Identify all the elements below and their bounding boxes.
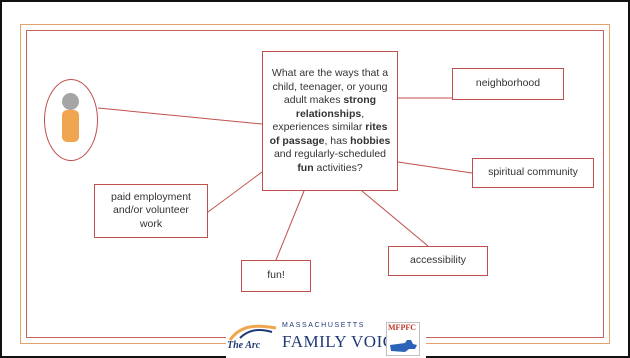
fun-box: fun!	[241, 260, 311, 292]
massachusetts-map-icon	[390, 340, 417, 352]
question-text-segment: and regularly-scheduled	[273, 148, 387, 160]
connector-person	[97, 107, 263, 125]
question-text-segment: activities?	[313, 161, 363, 174]
connector-accessibility	[361, 190, 429, 247]
the-arc-swoosh-icon	[228, 324, 277, 341]
employment-box: paid employment and/or volunteer work	[94, 184, 208, 238]
person-oval	[44, 79, 98, 161]
question-emphasis: hobbies	[350, 134, 391, 147]
the-arc-logo: The Arc	[227, 340, 261, 351]
mfpfc-logo-text: MFPFC	[388, 323, 416, 332]
question-emphasis: strong relationships	[295, 94, 377, 120]
mfv-logo-bottom: FAMILY VOICES	[282, 332, 416, 351]
central-question-text: What are the ways that a child, teenager…	[269, 67, 391, 175]
fun-label: fun!	[267, 269, 285, 282]
connector-fun	[275, 190, 305, 261]
connector-spiritual	[397, 161, 473, 174]
connector-employment	[207, 171, 263, 213]
question-text-segment: What are the ways that a child, teenager…	[271, 67, 389, 106]
question-emphasis: fun	[297, 161, 314, 174]
question-emphasis: rites of passage	[269, 121, 388, 147]
neighborhood-box: neighborhood	[452, 68, 564, 100]
spiritual-community-label: spiritual community	[488, 166, 578, 179]
mfpfc-logo	[386, 322, 420, 356]
person-body-icon	[62, 110, 79, 142]
accessibility-box: accessibility	[388, 246, 488, 276]
employment-label: paid employment and/or volunteer work	[111, 190, 191, 230]
spiritual-community-box: spiritual community	[472, 158, 594, 188]
question-text-segment: , has	[324, 134, 351, 147]
neighborhood-label: neighborhood	[475, 77, 541, 90]
accessibility-label: accessibility	[409, 254, 467, 267]
person-head-icon	[62, 93, 79, 110]
question-text-segment: , experiences similar	[272, 107, 366, 134]
mfv-logo-top: MASSACHUSETTS	[282, 322, 366, 329]
central-question-box: What are the ways that a child, teenager…	[262, 51, 398, 191]
